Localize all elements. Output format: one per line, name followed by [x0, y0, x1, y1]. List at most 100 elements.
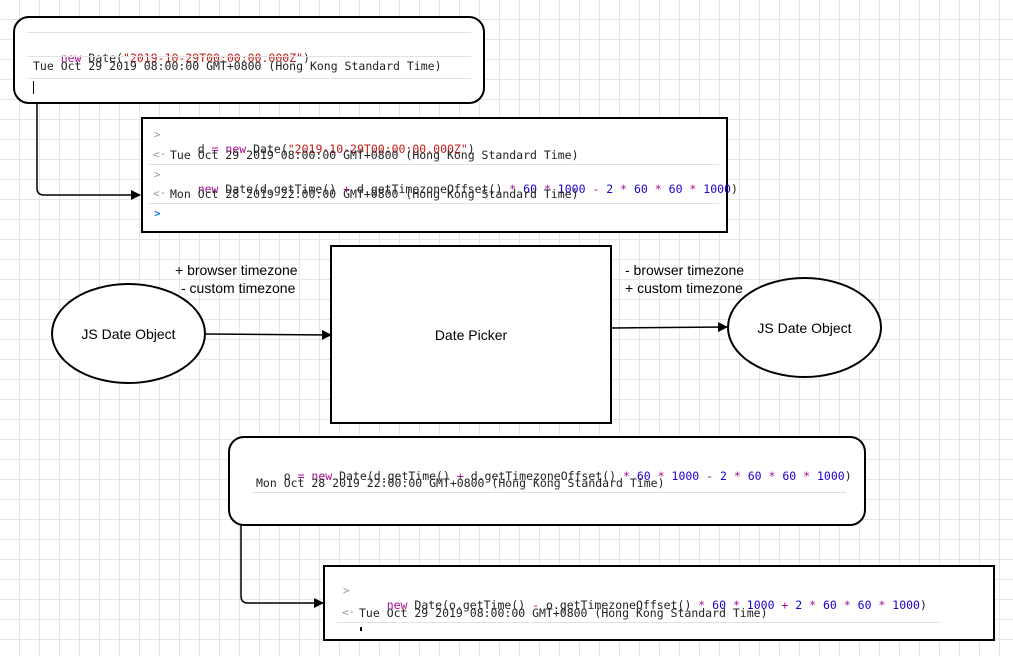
code-operator: - [532, 598, 540, 612]
arrow-left-ellipse-to-picker [205, 329, 332, 340]
code-operator: * [509, 182, 517, 196]
code-token: ) [303, 51, 310, 65]
text-cursor [33, 81, 34, 94]
code-number: 60 [627, 182, 655, 196]
code-keyword: new [304, 469, 333, 483]
code-number: 60 [816, 598, 844, 612]
console-snippet-1: new Date("2019-10-29T00:00:00.000Z") Tue… [13, 16, 485, 104]
code-operator: * [803, 469, 811, 483]
code-token: ) [467, 142, 475, 156]
code-operator: + [343, 182, 351, 196]
code-number: 60 [661, 182, 690, 196]
divider [27, 32, 471, 33]
box-label: Date Picker [434, 326, 508, 343]
divider [27, 78, 471, 79]
code-token: Date(o.getTime() [407, 598, 533, 612]
right-arrow-label-1: - browser timezone [625, 262, 745, 278]
code-number: 2 [788, 598, 810, 612]
code-operator: - [706, 469, 714, 483]
result-line: Mon Oct 28 2019 22:00:00 GMT+0800 (Hong … [256, 476, 665, 490]
code-number: 60 [705, 598, 733, 612]
code-number: 60 [516, 182, 544, 196]
console-panel-2: > new Date(o.getTime() - o.getTimezoneOf… [323, 565, 995, 641]
code-operator: * [768, 469, 776, 483]
code-line: o = new Date(d.getTime() + d.getTimezone… [256, 455, 852, 497]
code-line: new Date("2019-10-29T00:00:00.000Z") [33, 37, 310, 79]
code-operator: * [620, 182, 628, 196]
code-operator: * [809, 598, 817, 612]
code-operator: * [657, 469, 665, 483]
code-operator: * [733, 469, 741, 483]
code-string: "2019-10-29T00:00:00.000Z" [287, 142, 468, 156]
code-string: "2019-10-29T00:00:00.000Z" [123, 51, 304, 65]
code-operator: = [211, 142, 219, 156]
code-token: Date(d.getTime() [332, 469, 457, 483]
connector-box1-to-box2 [36, 103, 141, 200]
output-arrow-icon: <· [342, 606, 356, 619]
code-number: 1000 [550, 182, 593, 196]
code-number: 60 [629, 469, 658, 483]
code-number: 1000 [885, 598, 920, 612]
code-number: 60 [775, 469, 804, 483]
output-arrow-icon: <· [153, 148, 167, 161]
code-number: 1000 [739, 598, 782, 612]
code-token: d.getTimezoneOffset() [350, 182, 510, 196]
code-token: ) [919, 598, 927, 612]
code-operator: * [543, 182, 551, 196]
result-line: Tue Oct 29 2019 08:00:00 GMT+0800 (Hong … [170, 148, 579, 162]
text-cursor [360, 627, 362, 631]
code-operator: * [843, 598, 851, 612]
left-arrow-label-2: - custom timezone [181, 280, 296, 296]
code-keyword: new [197, 182, 219, 196]
code-operator: + [781, 598, 789, 612]
divider [27, 56, 471, 57]
code-number: 1000 [696, 182, 731, 196]
left-js-date-object-ellipse: JS Date Object [51, 283, 206, 384]
arrow-picker-to-right-ellipse [611, 322, 728, 333]
code-number: 1000 [664, 469, 707, 483]
code-operator: - [592, 182, 600, 196]
code-number: 2 [713, 469, 734, 483]
input-chevron-icon: > [154, 128, 161, 141]
input-chevron-icon: > [343, 584, 350, 597]
code-token: ) [844, 469, 852, 483]
code-token: d [197, 142, 212, 156]
prompt-chevron-icon[interactable]: > [154, 207, 161, 220]
code-token: d.getTimezoneOffset() [463, 469, 624, 483]
code-token: Date( [81, 51, 124, 65]
left-arrow-label-1: + browser timezone [175, 262, 298, 278]
input-chevron-icon: > [154, 168, 161, 181]
result-line: Mon Oct 28 2019 22:00:00 GMT+0800 (Hong … [170, 187, 579, 201]
ellipse-label: JS Date Object [81, 325, 176, 342]
code-keyword: new [218, 142, 247, 156]
output-arrow-icon: <· [153, 187, 167, 200]
result-line: Tue Oct 29 2019 08:00:00 GMT+0800 (Hong … [359, 606, 768, 620]
code-line: d = new Date("2019-10-29T00:00:00.000Z") [170, 128, 475, 170]
code-number: 60 [850, 598, 879, 612]
code-token: Date(d.getTime() [218, 182, 344, 196]
code-number: 60 [740, 469, 769, 483]
code-operator: + [456, 469, 464, 483]
code-token: Date( [246, 142, 288, 156]
code-keyword: new [386, 598, 408, 612]
right-js-date-object-ellipse: JS Date Object [727, 277, 882, 378]
code-token: ) [730, 182, 738, 196]
code-line: new Date(d.getTime() + d.getTimezoneOffs… [170, 168, 738, 210]
code-operator: * [732, 598, 740, 612]
code-token: o.getTimezoneOffset() [539, 598, 699, 612]
divider [337, 622, 941, 623]
connector-box3-to-box4 [240, 525, 324, 608]
code-operator: = [297, 469, 305, 483]
code-token: o [283, 469, 298, 483]
divider [252, 492, 846, 493]
divider [149, 164, 719, 165]
code-operator: * [623, 469, 630, 483]
code-number: 2 [599, 182, 621, 196]
ellipse-label: JS Date Object [757, 319, 852, 336]
divider [149, 203, 719, 204]
date-picker-box: Date Picker [330, 245, 612, 424]
code-keyword: new [60, 51, 82, 65]
result-line: Tue Oct 29 2019 08:00:00 GMT+0800 (Hong … [33, 59, 442, 73]
code-line: new Date(o.getTime() - o.getTimezoneOffs… [359, 584, 927, 626]
